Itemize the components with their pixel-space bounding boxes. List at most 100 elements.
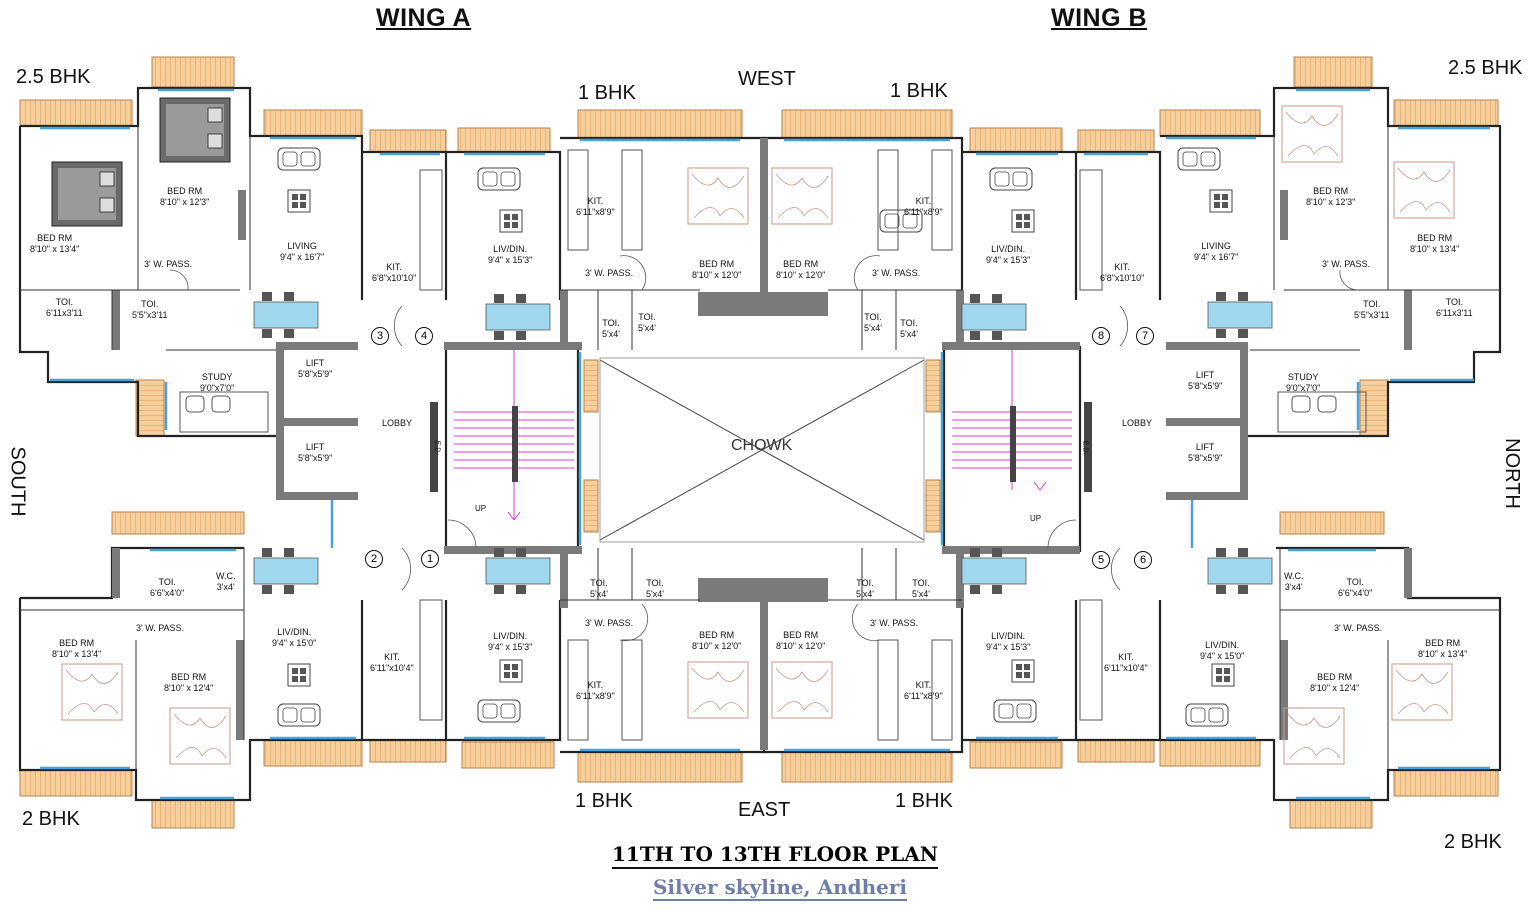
ed-label: E.D. (433, 440, 441, 455)
direction-east: EAST (738, 799, 791, 821)
kitchen-counters (419, 149, 1103, 741)
room-label: TOI.5'x4' (638, 312, 656, 333)
room-label: TOI.5'x4' (864, 312, 882, 333)
room-label: W.C.3'x4' (1284, 571, 1304, 592)
room-label: LIV/DIN.9'4" x 15'3" (986, 244, 1031, 265)
study-furniture (179, 391, 1367, 433)
room-label: LIV/DIN.9'4" x 15'0" (272, 627, 317, 648)
room-label: 3' W. PASS. (585, 618, 634, 628)
room-label: KIT.6'8"x10'10" (1100, 262, 1145, 283)
door-swings (169, 255, 1359, 642)
unit-type-label: 1 BHK (575, 790, 633, 812)
room-label: TOI.5'x4' (912, 578, 930, 599)
room-label: KIT.6'11"x10'4" (370, 652, 414, 673)
structural-columns (112, 138, 1412, 750)
core-number-marker: 3 (371, 327, 389, 345)
core-number-marker: 4 (415, 327, 433, 345)
chowk-label: CHOWK (731, 437, 793, 454)
unit-type-label: 1 BHK (895, 790, 953, 812)
stair-up-label: UP (1030, 514, 1042, 523)
room-label: 3' W. PASS. (144, 259, 193, 269)
wing-b-title: WING B (1051, 4, 1148, 32)
direction-west: WEST (738, 68, 796, 90)
core-number-marker: 7 (1136, 327, 1154, 345)
room-label: KIT.6'8"x10'10" (372, 262, 417, 283)
core-number-marker: 2 (365, 550, 383, 568)
room-label: TOI.6'11x3'11 (1436, 297, 1473, 318)
lobby-label: LOBBY (382, 418, 413, 428)
room-label: TOI.6'6"x4'0" (150, 577, 185, 598)
room-label: LIV/DIN.9'4" x 15'3" (488, 631, 533, 652)
room-label: LIV/DIN.9'4" x 15'3" (488, 244, 533, 265)
room-label: 3' W. PASS. (585, 268, 634, 278)
unit-type-label: 1 BHK (890, 80, 948, 102)
room-label: TOI.5'x4' (856, 578, 874, 599)
room-label: TOI.5'5"x3'11 (132, 299, 168, 320)
room-label: 3' W. PASS. (1334, 623, 1383, 633)
room-label: TOI.5'x4' (602, 318, 620, 339)
room-label: TOI.5'x4' (590, 578, 608, 599)
room-label: TOI.5'x4' (646, 578, 664, 599)
direction-north: NORTH (1500, 438, 1523, 509)
ed-label: E.D. (1081, 440, 1089, 455)
room-label: KIT.6'11"x8'9" (576, 196, 615, 217)
windows (40, 88, 1490, 800)
project-title: Silver skyline, Andheri (652, 875, 908, 901)
stair-stringers (430, 402, 1092, 492)
room-label: LIV/DIN.9'4" x 15'0" (1200, 640, 1245, 661)
plan-title: 11TH TO 13TH FLOOR PLAN (0, 842, 1540, 869)
unit-type-label: 2 BHK (1444, 831, 1502, 853)
room-label: LIV/DIN.9'4" x 15'3" (986, 631, 1031, 652)
core-number-marker: 6 (1134, 551, 1152, 569)
lobby-label: LOBBY (1122, 418, 1153, 428)
core-number-marker: 5 (1092, 551, 1110, 569)
staircases (454, 350, 1072, 521)
chowk-void (599, 357, 925, 543)
walls (18, 86, 1502, 802)
room-label: 3' W. PASS. (1322, 259, 1371, 269)
room-label: KIT.6'11"x8'9" (576, 680, 615, 701)
room-label: KIT.6'11"x8'9" (904, 196, 943, 217)
balconies (19, 56, 1499, 829)
room-label: TOI.6'6"x4'0" (1338, 577, 1373, 598)
room-label: TOI.5'x4' (900, 318, 918, 339)
interior-partitions (20, 126, 1500, 770)
room-label: KIT.6'11"x8'9" (904, 680, 943, 701)
direction-south: SOUTH (6, 446, 29, 517)
room-label: 3' W. PASS. (136, 623, 185, 633)
core-number-marker: 8 (1092, 327, 1110, 345)
unit-type-label: 2.5 BHK (16, 66, 91, 88)
wing-a-title: WING A (376, 4, 472, 32)
room-label: TOI.5'5"x3'11 (1354, 299, 1390, 320)
unit-type-label: 2 BHK (22, 808, 80, 830)
room-label: KIT.6'11"x10'4" (1104, 652, 1148, 673)
room-label: 3' W. PASS. (872, 268, 921, 278)
core-number-marker: 1 (421, 550, 439, 568)
room-label: 3' W. PASS. (870, 618, 919, 628)
stair-up-label: UP (475, 504, 487, 513)
room-label: W.C.3'x4' (216, 571, 236, 592)
unit-type-label: 1 BHK (578, 82, 636, 104)
